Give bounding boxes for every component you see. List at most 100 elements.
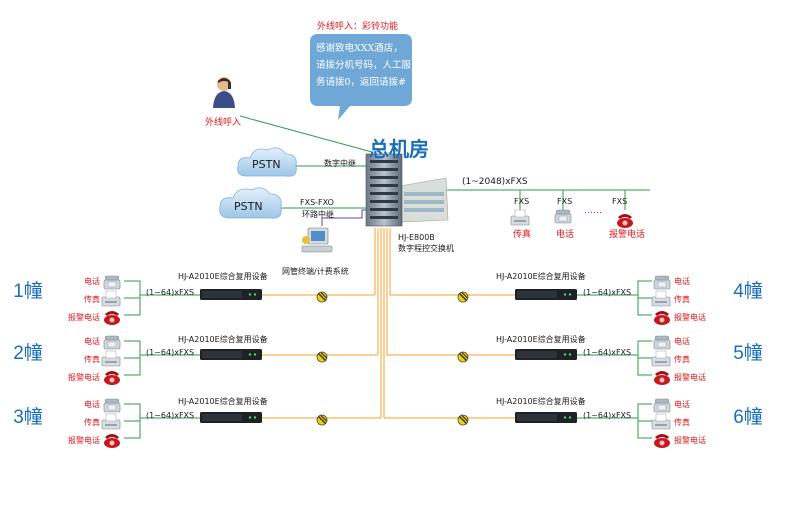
alarm-phone-icon <box>617 214 633 228</box>
branch-fxs-label: (1~64)xFXS <box>583 411 632 420</box>
phone-icon <box>554 209 572 224</box>
branch-fxs-label: (1~64)xFXS <box>146 288 195 297</box>
fax-icon <box>101 290 121 307</box>
branch-fxs-label: (1~64)xFXS <box>583 288 632 297</box>
switch-desc: 数字程控交换机 <box>398 244 454 253</box>
branch-fxs-label: (1~64)xFXS <box>146 411 195 420</box>
caller-person-icon <box>213 77 235 108</box>
alarm-phone-icon <box>654 371 670 385</box>
terminal-label: 报警电话 <box>674 373 706 382</box>
top-fxs-label: FXS <box>612 197 628 206</box>
switch-model: HJ-E800B <box>398 233 435 242</box>
building-title: 总机房 <box>369 137 429 161</box>
mux-device-icon <box>515 289 577 300</box>
fibre-coupler-icon <box>316 291 328 303</box>
trunk-label: FXS-FXO <box>300 198 334 207</box>
phone-icon <box>653 275 671 290</box>
terminal-label: 电话 <box>84 337 100 346</box>
main-building-icon <box>365 153 449 227</box>
callout-line: 感谢致电XXX酒店， <box>316 43 403 54</box>
fax-icon <box>101 350 121 367</box>
terminal-label: 传真 <box>674 355 690 364</box>
mux-device-icon <box>515 349 577 360</box>
fax-icon <box>651 350 671 367</box>
fibre-trunks <box>262 228 515 419</box>
top-terminal-label: 电话 <box>556 230 575 240</box>
terminal-label: 报警电话 <box>674 313 706 322</box>
callout-bubble <box>310 34 412 120</box>
building-label: 3幢 <box>13 406 43 428</box>
nms-label: 网管终端/计费系统 <box>282 267 349 276</box>
terminal-label: 电话 <box>84 277 100 286</box>
caller-link <box>239 115 373 153</box>
building-label: 2幢 <box>13 342 43 364</box>
mux-label: HJ-A2010E综合复用设备 <box>178 397 268 406</box>
top-terminal-label: 传真 <box>513 230 532 240</box>
phone-icon <box>103 275 121 290</box>
terminal-label: 电话 <box>674 337 690 346</box>
fibre-coupler-icon <box>457 414 469 426</box>
fibre-coupler-icon <box>316 351 328 363</box>
phone-icon <box>103 335 121 350</box>
terminal-label: 传真 <box>674 295 690 304</box>
terminal-label: 报警电话 <box>68 436 100 445</box>
mux-label: HJ-A2010E综合复用设备 <box>178 272 268 281</box>
ellipsis: …… <box>584 206 602 216</box>
mux-label: HJ-A2010E综合复用设备 <box>496 397 586 406</box>
terminal-label: 传真 <box>84 295 100 304</box>
alarm-phone-icon <box>104 434 120 448</box>
mux-device-icon <box>200 412 262 423</box>
caller-label: 外线呼入 <box>205 118 242 128</box>
terminal-label: 传真 <box>674 418 690 427</box>
pstn-label: PSTN <box>234 200 263 213</box>
mux-label: HJ-A2010E综合复用设备 <box>496 272 586 281</box>
terminal-label: 报警电话 <box>68 373 100 382</box>
terminal-label: 电话 <box>674 400 690 409</box>
fax-icon <box>651 290 671 307</box>
pstn-cloud-icon <box>219 187 282 219</box>
building-label: 1幢 <box>13 280 43 302</box>
branch-fxs-label: (1~64)xFXS <box>146 348 195 357</box>
building-label: 4幢 <box>733 280 763 302</box>
trunk-label: 环路中继 <box>302 210 334 219</box>
top-fxs-label: FXS <box>514 197 530 206</box>
pstn-cloud-icon <box>237 147 297 177</box>
alarm-phone-icon <box>654 434 670 448</box>
alarm-phone-icon <box>654 311 670 325</box>
building-label: 5幢 <box>733 342 763 364</box>
fibre-coupler-icon <box>457 351 469 363</box>
building-label: 6幢 <box>733 406 763 428</box>
mux-device-icon <box>200 349 262 360</box>
branch-fxs-label: (1~64)xFXS <box>583 348 632 357</box>
terminal-label: 传真 <box>84 355 100 364</box>
mux-device-icon <box>515 412 577 423</box>
phone-icon <box>653 398 671 413</box>
fibre-coupler-icon <box>316 414 328 426</box>
terminal-label: 电话 <box>674 277 690 286</box>
fax-icon <box>101 413 121 430</box>
callout-title: 外线呼入：彩铃功能 <box>317 22 399 32</box>
alarm-phone-icon <box>104 311 120 325</box>
mux-label: HJ-A2010E综合复用设备 <box>496 335 586 344</box>
callout-line: 请拨分机号码，人工服 <box>316 60 412 71</box>
phone-icon <box>103 398 121 413</box>
phone-icon <box>653 335 671 350</box>
mux-device-icon <box>200 289 262 300</box>
mux-label: HJ-A2010E综合复用设备 <box>178 335 268 344</box>
main-fxs-label: (1~2048)xFXS <box>462 177 528 187</box>
fibre-coupler-icon <box>457 291 469 303</box>
nms-terminal-icon <box>301 227 333 253</box>
top-terminal-label: 报警电话 <box>609 230 646 240</box>
nms-link <box>321 209 372 226</box>
terminal-label: 报警电话 <box>674 436 706 445</box>
trunk-label: 数字中继 <box>324 159 356 168</box>
terminal-label: 报警电话 <box>68 313 100 322</box>
pstn-label: PSTN <box>252 158 281 171</box>
fax-icon <box>651 413 671 430</box>
terminal-label: 传真 <box>84 418 100 427</box>
callout-line: 务请拨0，返回请拨# <box>316 77 407 88</box>
terminal-label: 电话 <box>84 400 100 409</box>
top-fxs-label: FXS <box>557 197 573 206</box>
fax-icon <box>510 209 530 226</box>
